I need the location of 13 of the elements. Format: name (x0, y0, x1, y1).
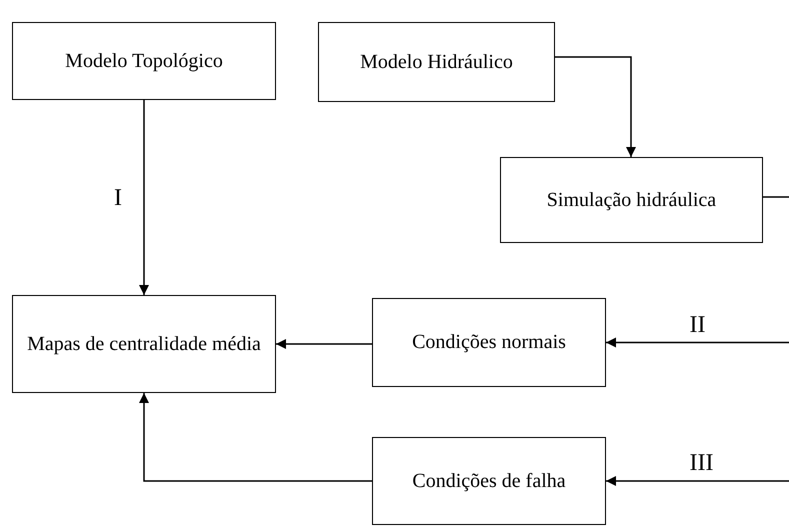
process-box: Modelo Hidráulico (318, 22, 555, 102)
process-box: Simulação hidráulica (500, 157, 763, 243)
arrow (139, 100, 149, 295)
arrow (606, 476, 789, 486)
connector-line (763, 196, 789, 198)
arrow (606, 338, 789, 348)
process-box: Mapas de centralidade média (12, 295, 276, 393)
arrow (555, 56, 636, 157)
process-box: Condições normais (372, 298, 606, 387)
arrow (276, 339, 372, 349)
process-box: Condições de falha (372, 437, 606, 525)
process-box: Modelo Topológico (12, 22, 276, 100)
arrow (139, 393, 372, 482)
